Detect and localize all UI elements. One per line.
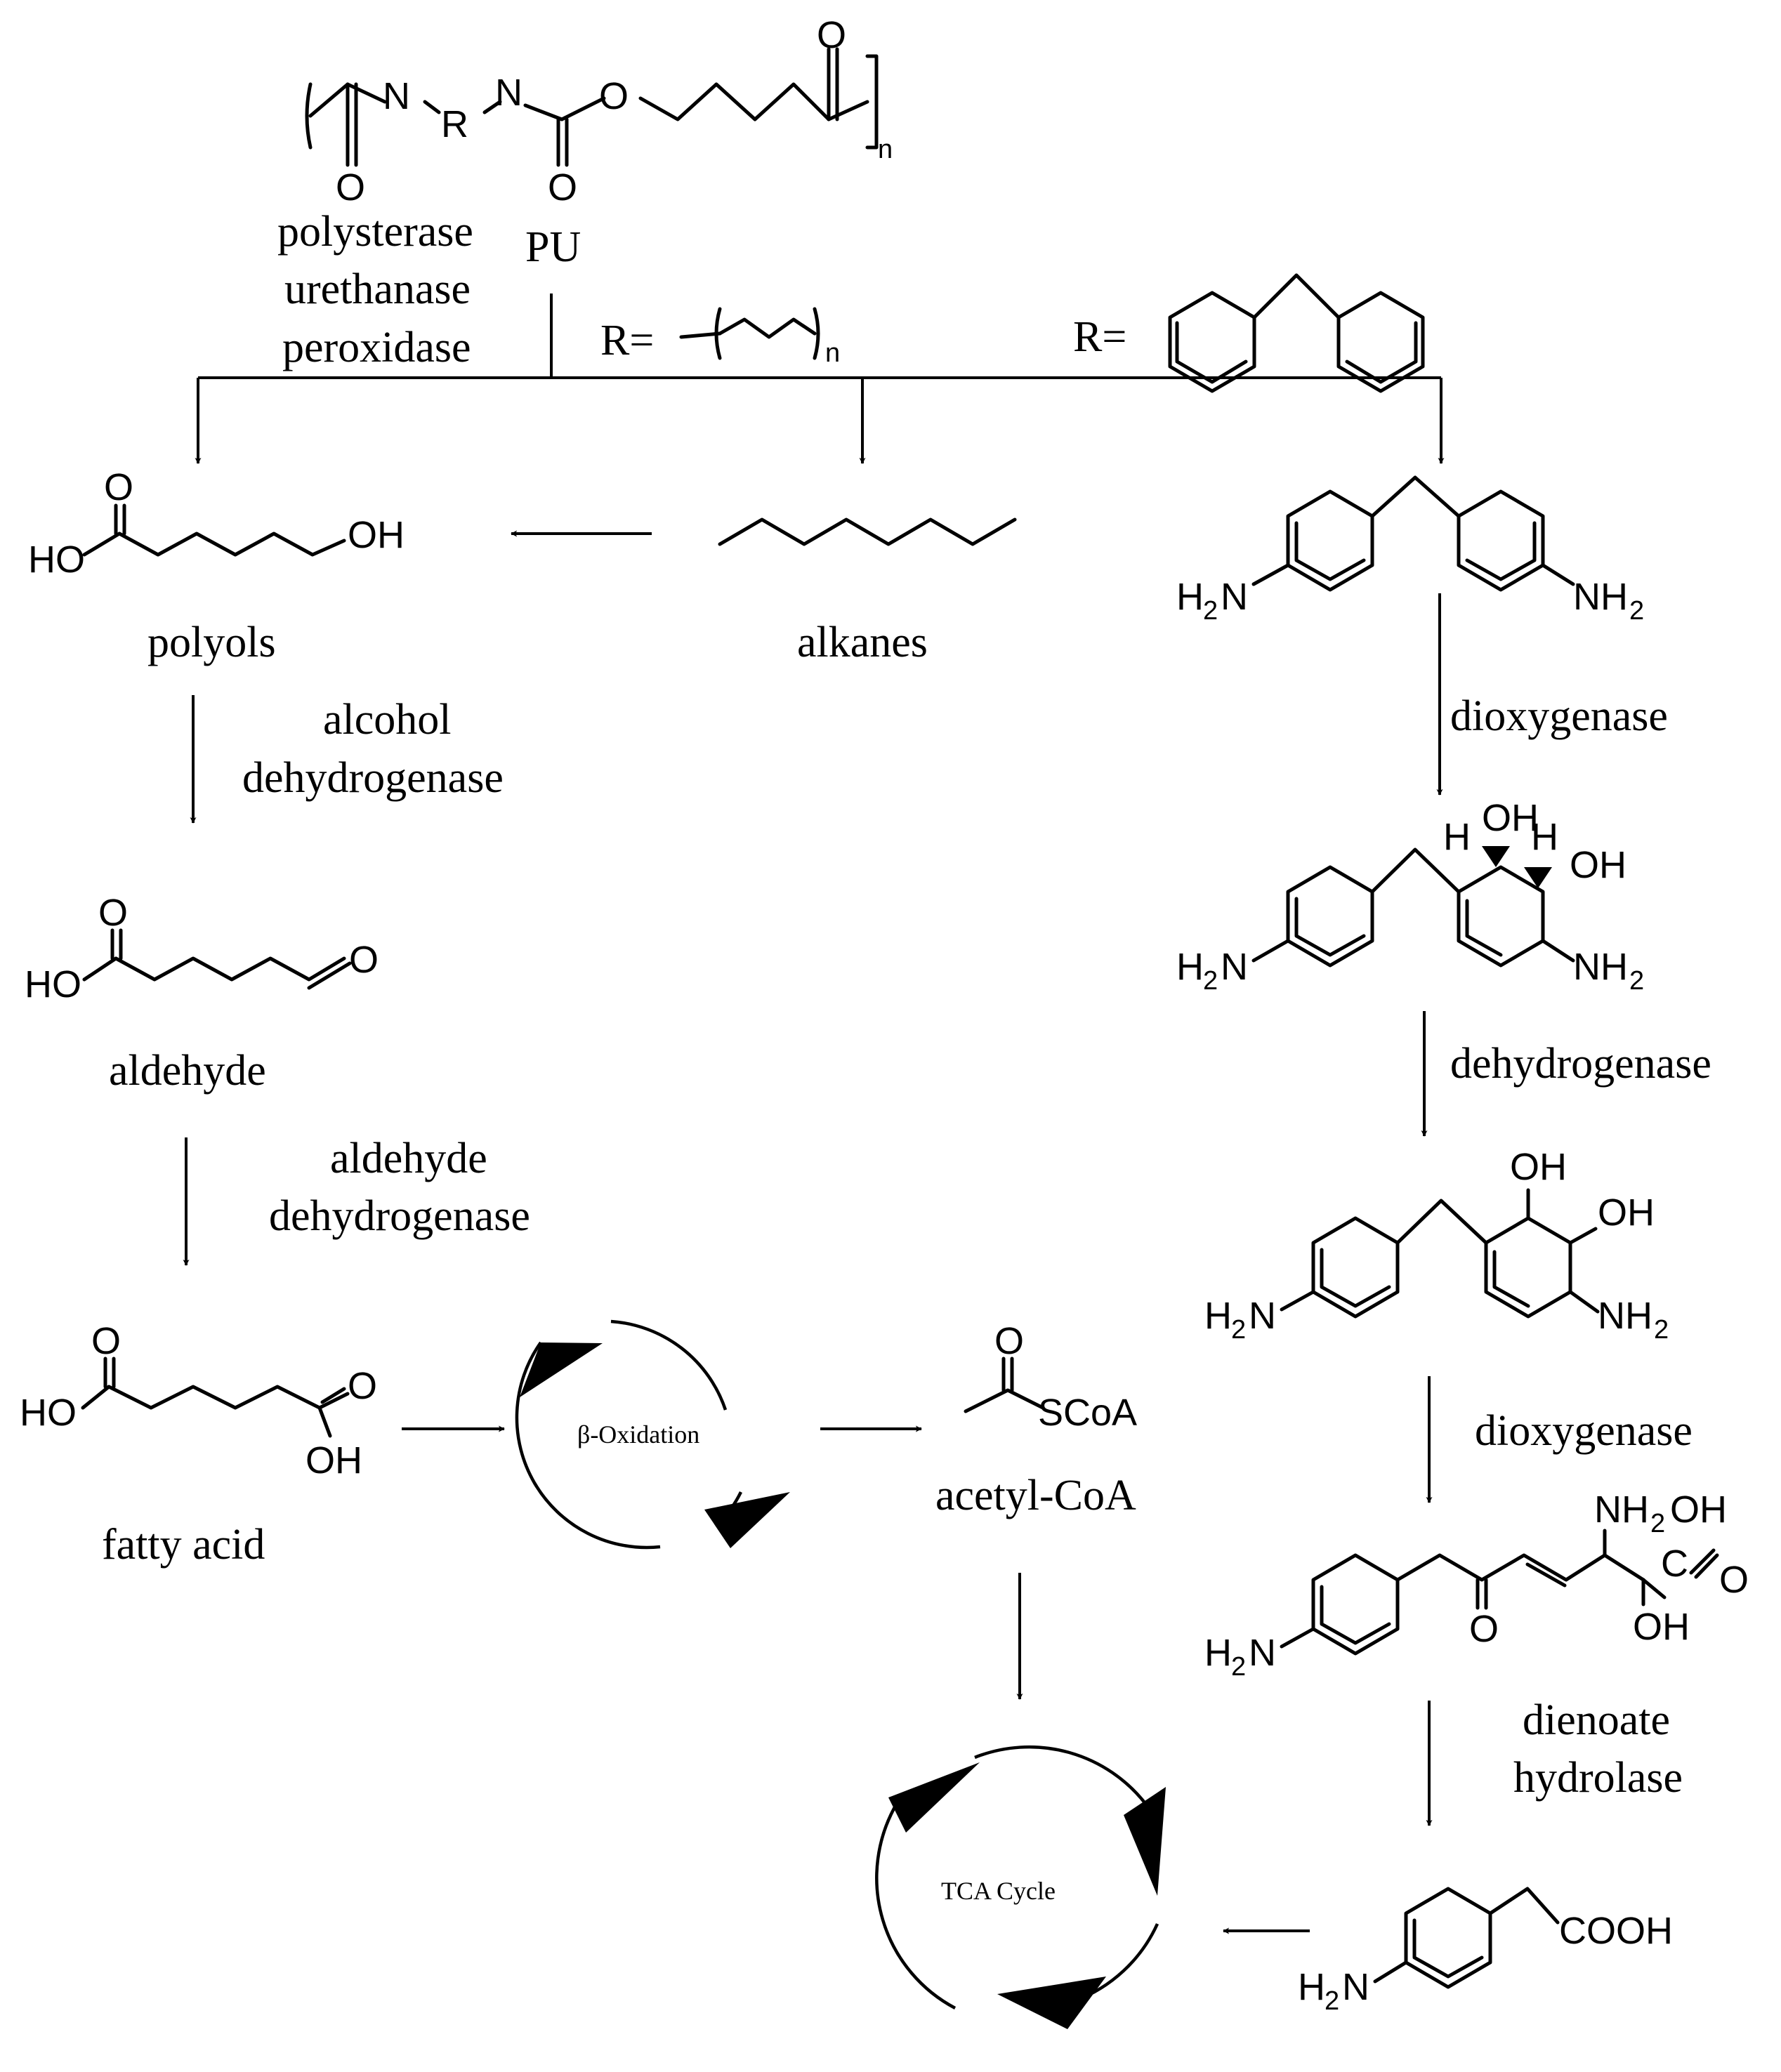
aldehyde-o1: O [98, 892, 128, 934]
pu-r-atom: R [441, 103, 468, 145]
diol-structure: H OH H OH H 2 N NH 2 [1176, 797, 1644, 996]
pu-o4-atom: O [817, 14, 846, 56]
svg-text:OH: OH [1482, 797, 1539, 839]
svg-text:OH: OH [1633, 1606, 1690, 1648]
svg-text:N: N [1221, 576, 1248, 618]
svg-text:N: N [1342, 1966, 1369, 2008]
svg-text:NH: NH [1598, 1295, 1652, 1337]
svg-text:NH: NH [1573, 946, 1628, 988]
aminophenylacetic-acid-structure: COOH H 2 N [1298, 1887, 1673, 2016]
alkanes-label: alkanes [797, 619, 928, 666]
acetyl-scoa: SCoA [1038, 1392, 1137, 1434]
enzyme-dehydrogenase: dehydrogenase [1450, 1040, 1711, 1088]
svg-text:2: 2 [1231, 1652, 1246, 1682]
svg-text:N: N [1249, 1632, 1276, 1674]
svg-text:N: N [1249, 1295, 1276, 1337]
svg-text:H: H [1531, 816, 1558, 858]
svg-text:2: 2 [1650, 1509, 1665, 1538]
r-aliphatic-subscript: n [825, 338, 840, 368]
fatty-acid-ho: HO [20, 1392, 77, 1434]
beta-oxidation-cycle [515, 1319, 790, 1550]
fatty-acid-structure: HO O O OH [20, 1320, 377, 1482]
catechol-structure: OH OH H 2 N NH 2 [1204, 1146, 1669, 1345]
enzyme-dioxygenase-1: dioxygenase [1450, 692, 1668, 740]
pu-n1-atom: N [383, 75, 410, 117]
pu-label: PU [525, 223, 581, 271]
tca-cycle [875, 1745, 1166, 2029]
pu-polymer-structure: N R N O O O O n [305, 14, 893, 209]
enzyme-peroxidase: peroxidase [282, 324, 471, 371]
beta-oxidation-label: β-Oxidation [577, 1420, 699, 1449]
fatty-acid-label: fatty acid [102, 1521, 265, 1569]
r-aliphatic-label: R= [600, 317, 654, 364]
svg-text:NH: NH [1594, 1489, 1649, 1531]
polyols-label: polyols [147, 619, 276, 666]
enzyme-dienoate-line2: hydrolase [1513, 1754, 1683, 1802]
aldehyde-structure: HO O O [25, 892, 379, 1005]
svg-text:H: H [1204, 1632, 1232, 1674]
enzyme-aldehyde-line1: aldehyde [330, 1135, 487, 1182]
svg-text:C: C [1661, 1543, 1688, 1585]
aldehyde-label: aldehyde [109, 1047, 266, 1095]
enzyme-urethanase: urethanase [284, 265, 471, 313]
enzyme-alcohol-line2: dehydrogenase [242, 754, 504, 802]
enzyme-dioxygenase-2: dioxygenase [1475, 1407, 1693, 1455]
svg-text:H: H [1204, 1295, 1232, 1337]
cleavage-product-structure: O NH 2 OH C O OH H 2 N [1204, 1489, 1749, 1682]
polyol-ho: HO [28, 539, 85, 581]
acetyl-o: O [994, 1320, 1024, 1362]
svg-text:H: H [1176, 946, 1204, 988]
svg-text:H: H [1443, 816, 1471, 858]
svg-text:OH: OH [1598, 1192, 1655, 1234]
svg-text:2: 2 [1654, 1315, 1669, 1345]
svg-text:N: N [1221, 946, 1248, 988]
polyol-structure: HO O OH [28, 466, 405, 581]
svg-text:2: 2 [1203, 596, 1218, 626]
svg-text:2: 2 [1629, 596, 1644, 626]
svg-text:OH: OH [1510, 1146, 1567, 1188]
svg-text:H: H [1176, 576, 1204, 618]
svg-text:NH: NH [1573, 576, 1628, 618]
enzyme-alcohol-line1: alcohol [323, 696, 452, 744]
acetyl-coa-label: acetyl-CoA [935, 1472, 1136, 1519]
pu-repeat-subscript: n [878, 135, 893, 164]
svg-text:2: 2 [1231, 1315, 1246, 1345]
pu-o2-atom: O [548, 166, 577, 209]
svg-text:2: 2 [1325, 1986, 1339, 2016]
pu-o3-atom: O [599, 75, 629, 117]
svg-text:OH: OH [1670, 1489, 1727, 1531]
svg-text:O: O [1469, 1608, 1499, 1650]
tca-cycle-label: TCA Cycle [941, 1877, 1056, 1905]
aldehyde-o2: O [349, 939, 379, 981]
svg-text:OH: OH [1570, 844, 1626, 886]
svg-text:O: O [1719, 1559, 1749, 1601]
svg-text:2: 2 [1629, 966, 1644, 996]
acetyl-coa-structure: O SCoA [964, 1320, 1137, 1434]
enzyme-polysterase: polysterase [277, 208, 473, 256]
polyol-o: O [104, 466, 133, 508]
fatty-acid-o1: O [91, 1320, 121, 1362]
polyol-oh: OH [348, 514, 405, 556]
enzyme-dienoate-line1: dienoate [1523, 1696, 1670, 1744]
alkane-structure [718, 517, 1017, 546]
svg-text:COOH: COOH [1559, 1910, 1673, 1952]
pu-n2-atom: N [495, 72, 523, 114]
svg-text:2: 2 [1203, 966, 1218, 996]
enzyme-aldehyde-line2: dehydrogenase [269, 1192, 530, 1240]
svg-text:H: H [1298, 1966, 1325, 2008]
r-aromatic-group: R= [1073, 273, 1425, 393]
mda-structure: H 2 N NH 2 [1176, 475, 1644, 626]
r-aromatic-label: R= [1073, 313, 1126, 361]
fatty-acid-oh: OH [305, 1439, 362, 1482]
pu-o1-atom: O [336, 166, 365, 209]
aldehyde-ho: HO [25, 963, 81, 1005]
fatty-acid-o2: O [348, 1365, 377, 1407]
r-aliphatic-group: R= n [600, 307, 840, 368]
